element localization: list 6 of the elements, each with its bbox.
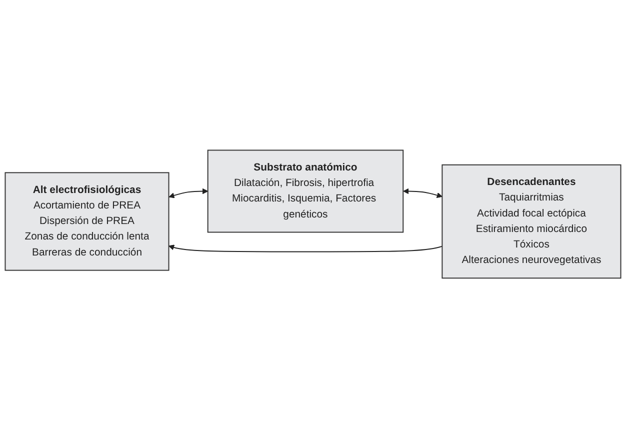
node-box: Alt electrofisiológicas Acortamiento de PREA Dispersión de PREA Zonas de conducción lenta Barreras de conducción (4, 172, 170, 272)
arrow (168, 244, 443, 253)
arrow (403, 188, 442, 198)
node-box: Desencadenantes Taquiarritmias Actividad focal ectópica Estiramiento miocárdico Tóxicos Alteraciones neurovegetativas (442, 164, 622, 279)
node-box: Substrato anatómico Dilatación, Fibrosis, hipertrofia Miocarditis, Isquemia, Factores genéticos (207, 150, 404, 234)
arrow (168, 188, 208, 199)
